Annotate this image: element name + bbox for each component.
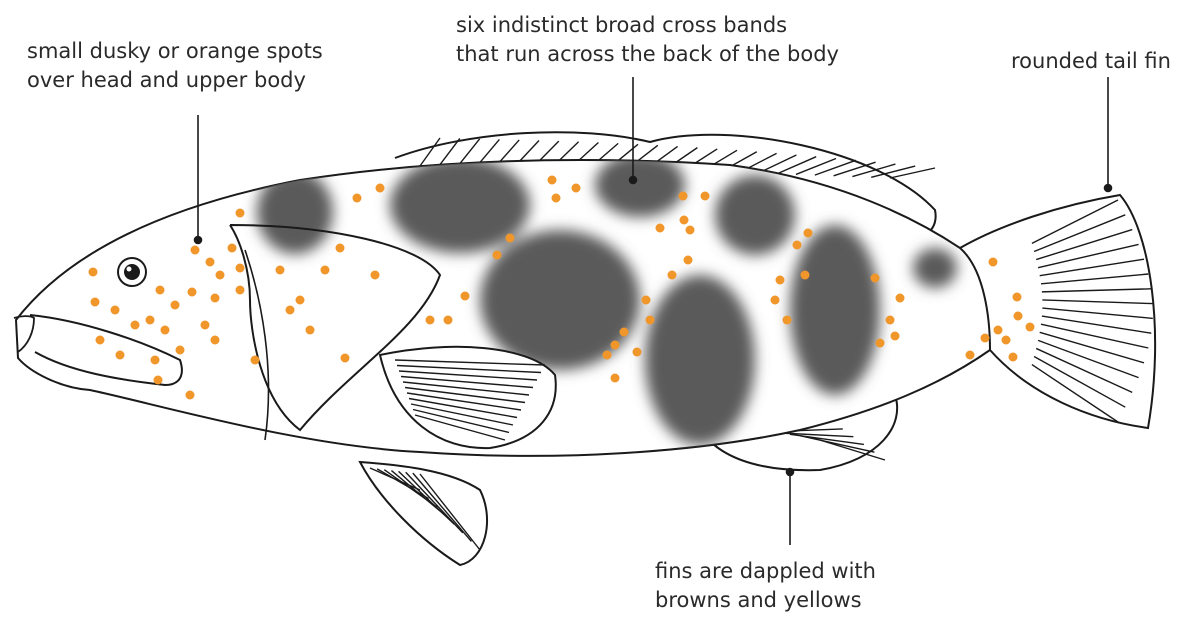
orange-spot bbox=[236, 209, 245, 218]
orange-spot bbox=[353, 194, 362, 203]
orange-spot bbox=[321, 266, 330, 275]
orange-spot bbox=[228, 244, 237, 253]
label-spots: small dusky or orange spots over head an… bbox=[27, 37, 323, 95]
orange-spot bbox=[679, 192, 688, 201]
dorsal-fin-ray bbox=[890, 168, 935, 178]
orange-spot bbox=[548, 176, 557, 185]
orange-spot bbox=[236, 286, 245, 295]
orange-spot bbox=[646, 316, 655, 325]
pelvic-fin bbox=[360, 462, 487, 565]
orange-spot bbox=[1013, 293, 1022, 302]
orange-spot bbox=[188, 288, 197, 297]
orange-spot bbox=[994, 326, 1003, 335]
orange-spot bbox=[371, 271, 380, 280]
orange-spot bbox=[686, 226, 695, 235]
orange-spot bbox=[251, 356, 260, 365]
orange-spot bbox=[461, 292, 470, 301]
orange-spot bbox=[603, 351, 612, 360]
orange-spot bbox=[1002, 336, 1011, 345]
orange-spot bbox=[444, 316, 453, 325]
orange-spot bbox=[656, 224, 665, 233]
orange-spot bbox=[336, 244, 345, 253]
orange-spot bbox=[296, 296, 305, 305]
label-tail-line1: rounded tail fin bbox=[1011, 47, 1171, 76]
orange-spot bbox=[216, 271, 225, 280]
orange-spot bbox=[151, 356, 160, 365]
orange-spot bbox=[1009, 353, 1018, 362]
orange-spot bbox=[668, 271, 677, 280]
orange-spot bbox=[286, 306, 295, 315]
orange-spot bbox=[611, 374, 620, 383]
orange-spot bbox=[131, 321, 140, 330]
orange-spot bbox=[91, 298, 100, 307]
orange-spot bbox=[891, 332, 900, 341]
orange-spot bbox=[341, 354, 350, 363]
orange-spot bbox=[161, 326, 170, 335]
orange-spot bbox=[111, 306, 120, 315]
orange-spot bbox=[989, 258, 998, 267]
orange-spot bbox=[896, 294, 905, 303]
orange-spot bbox=[506, 234, 515, 243]
eye-icon bbox=[118, 258, 146, 286]
label-bands: six indistinct broad cross bands that ru… bbox=[456, 11, 839, 69]
orange-spot bbox=[966, 351, 975, 360]
label-bands-line1: six indistinct broad cross bands bbox=[456, 11, 839, 40]
orange-spot bbox=[236, 264, 245, 273]
tail-fin bbox=[960, 195, 1155, 428]
orange-spot bbox=[633, 348, 642, 357]
orange-spot bbox=[804, 229, 813, 238]
orange-spot bbox=[1026, 323, 1035, 332]
orange-spot bbox=[876, 339, 885, 348]
orange-spot bbox=[981, 334, 990, 343]
orange-spot bbox=[552, 194, 561, 203]
orange-spot bbox=[776, 276, 785, 285]
orange-spot bbox=[276, 266, 285, 275]
orange-spot bbox=[886, 316, 895, 325]
orange-spot bbox=[572, 184, 581, 193]
orange-spot bbox=[191, 246, 200, 255]
orange-spot bbox=[211, 294, 220, 303]
orange-spot bbox=[701, 192, 710, 201]
label-spots-line2: over head and upper body bbox=[27, 66, 323, 95]
orange-spot bbox=[211, 336, 220, 345]
orange-spot bbox=[680, 216, 689, 225]
label-bands-line2: that run across the back of the body bbox=[456, 40, 839, 69]
orange-spot bbox=[96, 336, 105, 345]
orange-spot bbox=[783, 316, 792, 325]
orange-spot bbox=[171, 301, 180, 310]
orange-spot bbox=[771, 296, 780, 305]
label-fins: fins are dappled with browns and yellows bbox=[655, 557, 876, 615]
orange-spot bbox=[611, 341, 620, 350]
orange-spot bbox=[156, 286, 165, 295]
orange-spot bbox=[376, 184, 385, 193]
orange-spot bbox=[642, 296, 651, 305]
orange-spot bbox=[186, 391, 195, 400]
orange-spot bbox=[176, 346, 185, 355]
orange-spot bbox=[793, 241, 802, 250]
orange-spot bbox=[146, 316, 155, 325]
orange-spot bbox=[426, 316, 435, 325]
orange-spot bbox=[154, 376, 163, 385]
orange-spot bbox=[493, 251, 502, 260]
orange-spot bbox=[871, 274, 880, 283]
orange-spot bbox=[201, 321, 210, 330]
label-spots-line1: small dusky or orange spots bbox=[27, 37, 323, 66]
orange-spot bbox=[306, 326, 315, 335]
label-fins-line1: fins are dappled with bbox=[655, 557, 876, 586]
label-tail: rounded tail fin bbox=[1011, 47, 1171, 76]
orange-spot bbox=[89, 268, 98, 277]
orange-spot bbox=[620, 328, 629, 337]
label-fins-line2: browns and yellows bbox=[655, 586, 876, 615]
orange-spot bbox=[116, 351, 125, 360]
orange-spot bbox=[206, 258, 215, 267]
orange-spot bbox=[1014, 312, 1023, 321]
orange-spot bbox=[801, 271, 810, 280]
orange-spot bbox=[684, 256, 693, 265]
